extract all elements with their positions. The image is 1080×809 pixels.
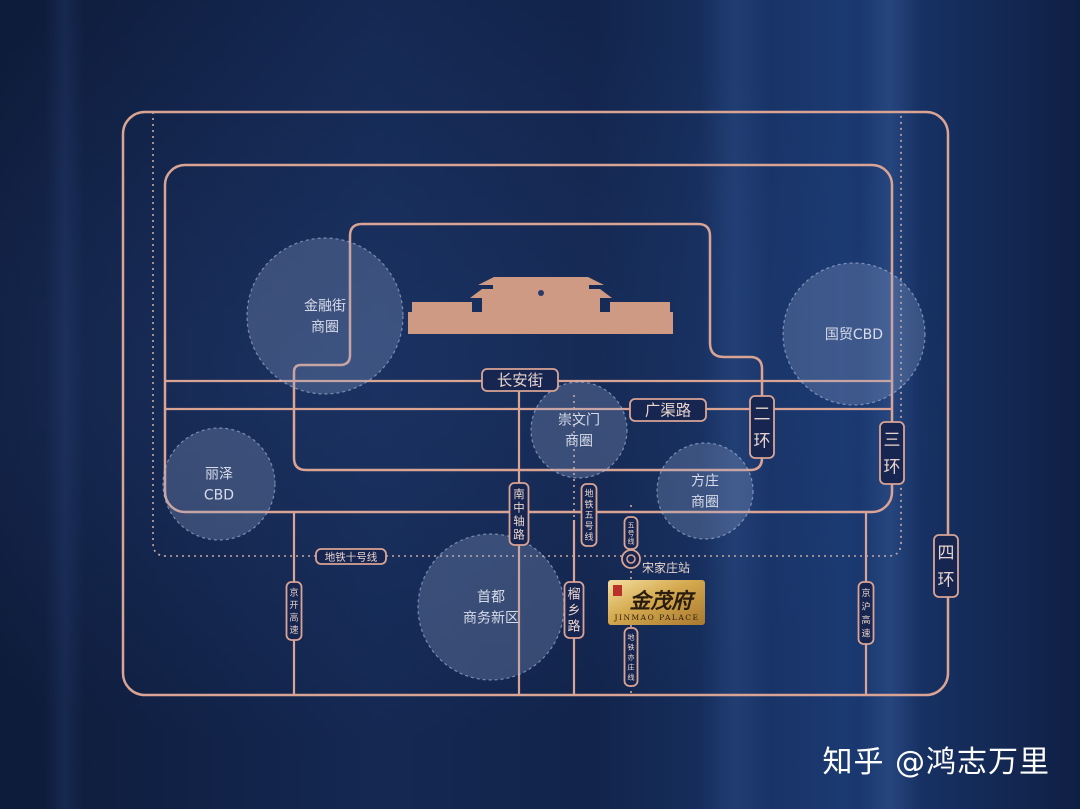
label-liuxiang-text: 榴乡路 bbox=[567, 588, 580, 635]
label-metro5-text: 地铁五号线 bbox=[584, 488, 593, 543]
station-label: 宋家庄站 bbox=[642, 560, 690, 575]
landmark-base bbox=[482, 296, 600, 312]
landmark-hall bbox=[493, 283, 589, 290]
tiananmen-landmark bbox=[408, 277, 673, 334]
station-songjiazhuang: 宋家庄站 bbox=[621, 549, 690, 575]
label-metro5: 地铁五号线 bbox=[580, 483, 598, 547]
label-ring2: 二环 bbox=[749, 395, 775, 459]
ring-road-4 bbox=[121, 110, 950, 697]
label-jinghu-text: 京沪高速 bbox=[861, 587, 870, 640]
zone-circle bbox=[656, 442, 754, 540]
zone-label: 国贸CBD bbox=[825, 327, 883, 343]
zone-label: 方庄 bbox=[691, 473, 719, 490]
zone-circle bbox=[246, 237, 404, 395]
zone-guomao: 国贸CBD bbox=[782, 262, 926, 406]
zone-layer: 金融街商圈国贸CBD崇文门商圈丽泽CBD方庄商圈首都商务新区 bbox=[162, 237, 926, 681]
project-name: 金茂府 bbox=[630, 588, 697, 613]
zone-circle bbox=[162, 427, 276, 541]
landmark-upper-roof bbox=[478, 277, 604, 285]
landmark-portrait bbox=[538, 290, 544, 296]
zone-label: 商务新区 bbox=[463, 611, 519, 627]
label-metro10: 地铁十号线 bbox=[315, 548, 387, 565]
label-nanzhong: 南中轴路 bbox=[508, 482, 530, 546]
zone-label: 金融街 bbox=[304, 299, 346, 315]
label-metro-south: 地铁亦庄线 bbox=[623, 627, 639, 687]
label-metro-south-text: 地铁亦庄线 bbox=[628, 633, 635, 682]
label-ring3: 三环 bbox=[879, 421, 905, 485]
zone-circle bbox=[417, 533, 565, 681]
zone-label: 商圈 bbox=[311, 320, 339, 336]
zone-lize: 丽泽 CBD bbox=[162, 427, 276, 541]
label-changan: 长安街 bbox=[481, 368, 559, 392]
project-seal bbox=[613, 585, 622, 596]
label-metro-north: 五号线 bbox=[623, 516, 639, 550]
zone-label: 崇文门 bbox=[558, 413, 600, 429]
landmark-wall bbox=[408, 312, 673, 334]
label-jingkai-text: 京开高速 bbox=[289, 586, 298, 636]
label-metro-north-text: 五号线 bbox=[628, 521, 635, 545]
ring-road-2 bbox=[292, 222, 764, 472]
label-changan-text: 长安街 bbox=[497, 372, 543, 390]
zone-label: 商圈 bbox=[691, 495, 719, 511]
label-nanzhong-text: 南中轴路 bbox=[513, 487, 525, 541]
zone-label: 商圈 bbox=[565, 434, 593, 450]
label-layer: 长安街广渠路地铁十号线 二环三环四环 南中轴路 地铁五号线榴乡路 京开高速 京沪高速 五号线… bbox=[285, 368, 959, 687]
zone-label: 丽泽 bbox=[205, 467, 233, 483]
metro-station-icon bbox=[621, 549, 641, 569]
zone-label: CBD bbox=[204, 488, 234, 504]
label-liuxiang: 榴乡路 bbox=[563, 581, 585, 639]
project-badge-bg bbox=[608, 580, 705, 625]
label-guangqu: 广渠路 bbox=[629, 398, 707, 422]
label-ring2-text: 二环 bbox=[754, 405, 771, 452]
label-ring3-text: 三环 bbox=[884, 431, 901, 478]
zone-circle bbox=[782, 262, 926, 406]
landmark-stand-right bbox=[610, 302, 670, 312]
label-guangqu-text: 广渠路 bbox=[645, 402, 691, 420]
label-jinghu: 京沪高速 bbox=[857, 581, 875, 645]
zone-circle bbox=[530, 381, 628, 479]
watermark: 知乎 @鸿志万里 bbox=[822, 745, 1050, 780]
zone-label: 首都 bbox=[477, 590, 505, 606]
landmark-stand-left bbox=[412, 302, 472, 312]
label-metro10-text: 地铁十号线 bbox=[325, 550, 378, 563]
label-ring4-text: 四环 bbox=[938, 544, 955, 591]
metro-line-10 bbox=[152, 112, 902, 557]
label-jingkai: 京开高速 bbox=[285, 581, 303, 641]
project-english-name: JINMAO PALACE bbox=[613, 613, 699, 622]
label-ring4: 四环 bbox=[933, 534, 959, 598]
